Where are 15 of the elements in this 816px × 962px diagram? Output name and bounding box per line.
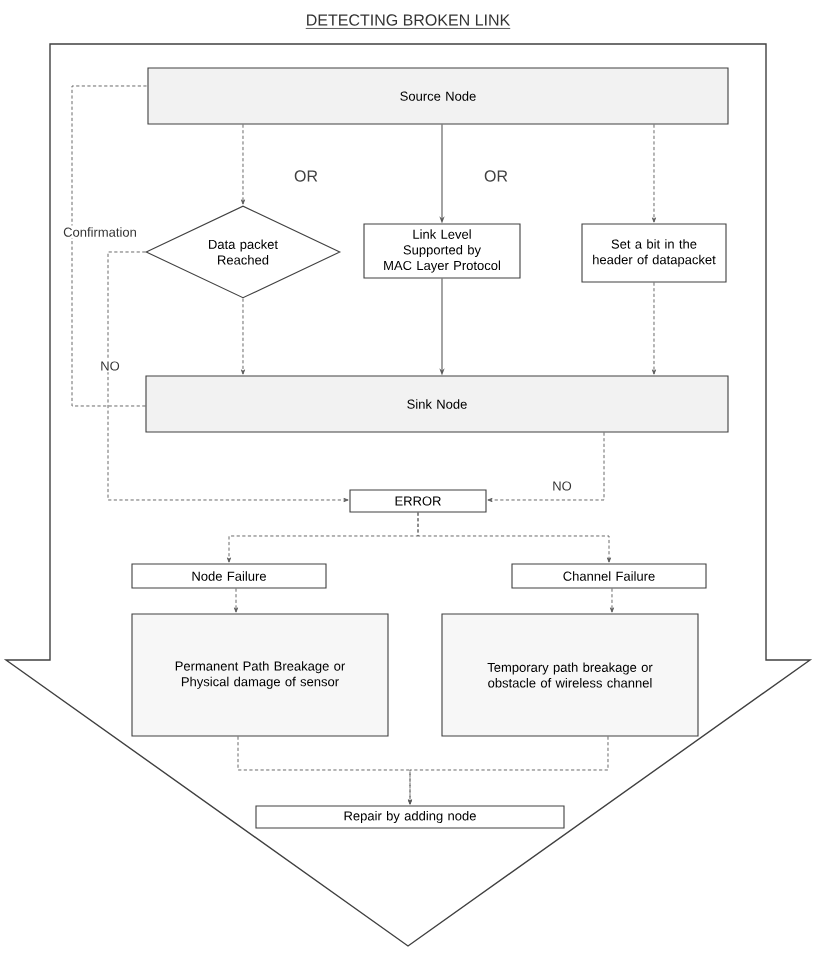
arrow (651, 282, 657, 375)
arrow (651, 124, 657, 223)
arrow (240, 298, 246, 375)
arrow (107, 251, 349, 503)
connector-line (71, 85, 148, 407)
arrow (407, 736, 609, 805)
label: OR (294, 170, 318, 182)
arrow (417, 512, 612, 563)
arrow (233, 588, 239, 613)
arrow (237, 736, 413, 805)
arrow (609, 588, 615, 613)
arrow (240, 124, 246, 205)
label: OR (484, 170, 508, 182)
title: DETECTING BROKEN LINK (305, 14, 511, 29)
arrow (487, 432, 605, 503)
